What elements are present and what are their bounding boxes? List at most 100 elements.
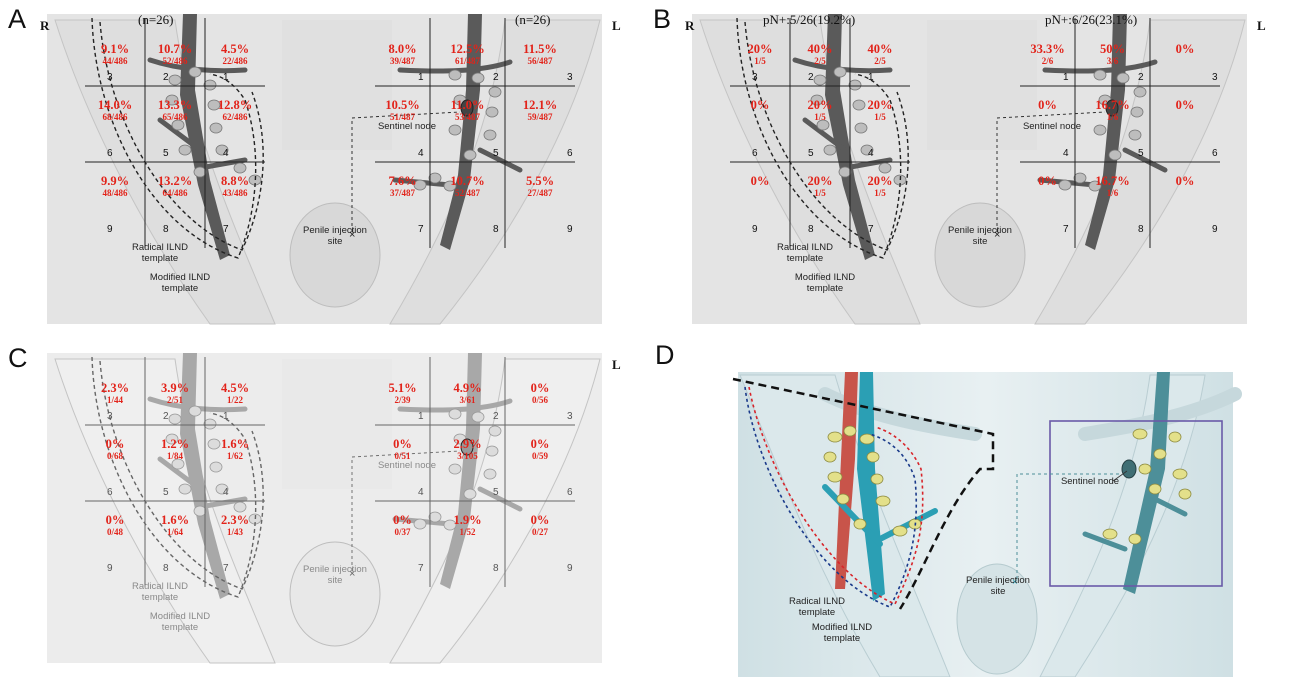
lymph-node [210, 462, 222, 472]
zone-count: 1/5 [790, 188, 850, 198]
zone-percent: 12.8% [205, 98, 265, 112]
lymph-node [484, 469, 496, 479]
radical-template-label: Radical ILND template [125, 243, 195, 265]
zone-percent: 0% [373, 513, 433, 527]
zone-percent: 2.3% [85, 381, 145, 395]
zone-number-left-6: 6 [567, 148, 573, 159]
zone-right-5: 1.2%1/84 [145, 437, 205, 462]
zone-left-1: 33.3%2/6 [1018, 42, 1078, 67]
zone-number-right-2: 2 [163, 411, 169, 422]
zone-count: 1/43 [205, 527, 265, 537]
lymph-node [472, 73, 484, 83]
side-label-right: R [40, 18, 49, 34]
injection-site-text: Penile injection site [945, 226, 1015, 248]
zone-count: 2/6 [1018, 56, 1078, 66]
zone-number-right-7: 7 [223, 563, 229, 574]
zone-percent: 0% [510, 513, 570, 527]
zone-number-right-8: 8 [163, 224, 169, 235]
header-left: pN+:6/26(23.1%) [1045, 12, 1137, 28]
lymph-node [234, 502, 246, 512]
lymph-node [879, 163, 891, 173]
sentinel-node-label: Sentinel node [372, 122, 442, 133]
zone-left-2: 50%3/6 [1083, 42, 1143, 67]
zone-count: 0/68 [85, 451, 145, 461]
zone-number-left-2: 2 [1138, 72, 1144, 83]
zone-left-2: 12.5%61/487 [438, 42, 498, 67]
zone-count: 1/52 [438, 527, 498, 537]
side-label-left: L [1257, 18, 1266, 34]
zone-right-2: 10.7%52/486 [145, 42, 205, 67]
zone-percent: 0% [510, 437, 570, 451]
zone-right-3: 9.1%44/486 [85, 42, 145, 67]
zone-count: 65/486 [145, 112, 205, 122]
zone-number-right-6: 6 [107, 148, 113, 159]
injection-site-text: Penile injection site [300, 226, 370, 248]
zone-left-6: 0% [1155, 98, 1215, 112]
zone-right-6: 14.0%68/486 [85, 98, 145, 123]
zone-count: 52/487 [438, 188, 498, 198]
zone-percent: 0% [1155, 42, 1215, 56]
zone-right-3: 2.3%1/44 [85, 381, 145, 406]
zone-percent: 40% [850, 42, 910, 56]
zone-percent: 4.9% [438, 381, 498, 395]
zone-number-left-9: 9 [567, 563, 573, 574]
zone-count: 52/486 [145, 56, 205, 66]
zone-count: 44/486 [85, 56, 145, 66]
zone-count: 2/5 [790, 56, 850, 66]
zone-number-left-2: 2 [493, 72, 499, 83]
zone-count: 22/486 [205, 56, 265, 66]
zone-number-right-2: 2 [808, 72, 814, 83]
zone-right-8: 20%1/5 [790, 174, 850, 199]
zone-count: 1/5 [850, 188, 910, 198]
zone-number-left-1: 1 [418, 411, 424, 422]
zone-percent: 9.1% [85, 42, 145, 56]
zone-right-3: 20%1/5 [730, 42, 790, 67]
zone-number-right-5: 5 [808, 148, 814, 159]
zone-left-9: 5.5%27/487 [510, 174, 570, 199]
zone-left-2: 4.9%3/61 [438, 381, 498, 406]
modified-template-text: Modified ILND template [790, 273, 860, 295]
zone-percent: 50% [1083, 42, 1143, 56]
zone-count: 1/5 [790, 112, 850, 122]
zone-percent: 11.0% [438, 98, 498, 112]
zone-right-4: 12.8%62/486 [205, 98, 265, 123]
lymph-node [834, 67, 846, 77]
zone-left-3: 11.5%56/487 [510, 42, 570, 67]
zone-count: 68/486 [85, 112, 145, 122]
sentinel-node-label: Sentinel node [1055, 477, 1125, 488]
zone-number-right-4: 4 [223, 487, 229, 498]
zone-number-left-5: 5 [493, 148, 499, 159]
panel-b: ×BRLpN+:5/26(19.2%)pN+:6/26(23.1%)20%1/5… [645, 0, 1290, 338]
sentinel-node-text: Sentinel node [1017, 122, 1087, 133]
sentinel-node-label: Sentinel node [1017, 122, 1087, 133]
zone-left-6: 0%0/59 [510, 437, 570, 462]
panel-d: × D Sentinel node Penile injection site … [645, 339, 1290, 677]
zone-percent: 1.6% [205, 437, 265, 451]
zone-number-left-7: 7 [1063, 224, 1069, 235]
lymph-node [472, 412, 484, 422]
zone-right-7: 20%1/5 [850, 174, 910, 199]
lymph-node [1117, 73, 1129, 83]
zone-number-right-4: 4 [223, 148, 229, 159]
lymph-node [489, 87, 501, 97]
zone-left-5: 11.0%53/487 [438, 98, 498, 123]
zone-left-7: 0%0/37 [373, 513, 433, 538]
zone-left-8: 16.7%1/6 [1083, 174, 1143, 199]
zone-number-left-8: 8 [493, 563, 499, 574]
zone-right-1: 4.5%22/486 [205, 42, 265, 67]
zone-right-7: 8.8%43/486 [205, 174, 265, 199]
zone-right-9: 0% [730, 174, 790, 188]
radical-template-label: Radical ILND template [782, 597, 852, 619]
zone-count: 0/27 [510, 527, 570, 537]
zone-right-9: 0%0/48 [85, 513, 145, 538]
zone-number-left-3: 3 [567, 411, 573, 422]
zone-number-right-3: 3 [107, 411, 113, 422]
side-label-right: R [685, 18, 694, 34]
sentinel-node-marker [1122, 460, 1136, 478]
zone-number-right-1: 1 [223, 411, 229, 422]
zone-percent: 1.9% [438, 513, 498, 527]
lymph-node [449, 464, 461, 474]
panel-a: ×ARL(n=26)(n=26)9.1%44/486310.7%52/48624… [0, 0, 645, 338]
zone-number-left-2: 2 [493, 411, 499, 422]
lymph-node [204, 80, 216, 90]
